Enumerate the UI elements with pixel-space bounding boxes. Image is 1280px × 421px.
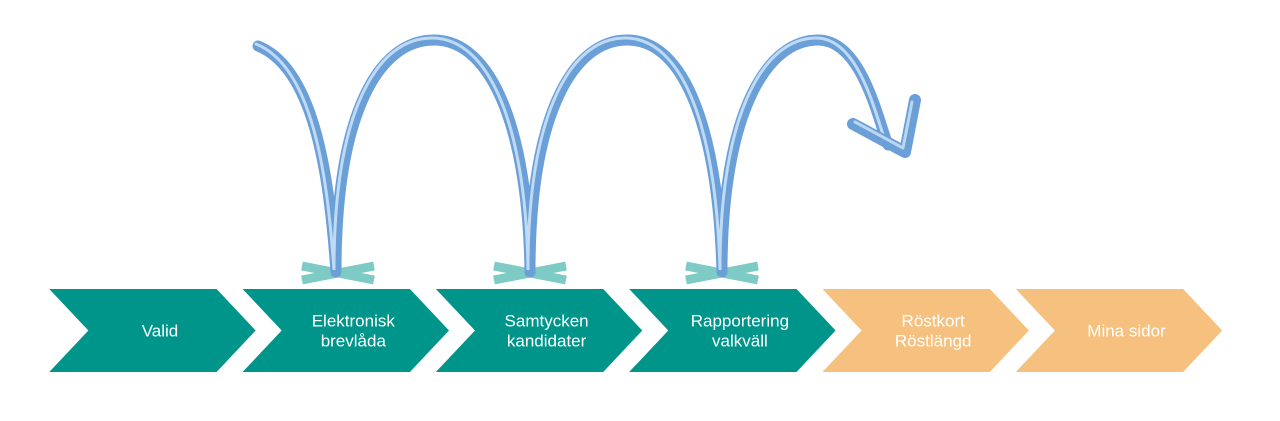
process-step: Valid	[44, 287, 259, 374]
step-label: Elektronisk	[312, 312, 396, 331]
step-label: Rapportering	[691, 312, 789, 331]
process-steps: ValidElektroniskbrevlådaSamtyckenkandida…	[44, 287, 1225, 374]
step-chevron	[817, 287, 1032, 374]
arrow-highlight	[254, 36, 888, 271]
step-label: kandidater	[507, 332, 587, 351]
step-label: Samtycken	[505, 312, 589, 331]
bouncing-arrow-icon	[252, 34, 921, 278]
step-label: Röstlängd	[895, 332, 972, 351]
step-label: valkväll	[712, 332, 768, 351]
step-chevron	[624, 287, 839, 374]
step-chevron	[237, 287, 452, 374]
arrow-head-highlight	[853, 100, 914, 150]
step-chevron	[44, 287, 259, 374]
step-label: Röstkort	[902, 312, 966, 331]
step-chevron	[1011, 287, 1225, 374]
process-step: Mina sidor	[1011, 287, 1225, 374]
step-label: Mina sidor	[1087, 322, 1166, 341]
arrow-head	[847, 94, 921, 158]
arrow-path	[252, 34, 894, 278]
step-label: Valid	[142, 322, 179, 341]
step-chevron	[431, 287, 645, 374]
step-label: brevlåda	[321, 332, 387, 351]
